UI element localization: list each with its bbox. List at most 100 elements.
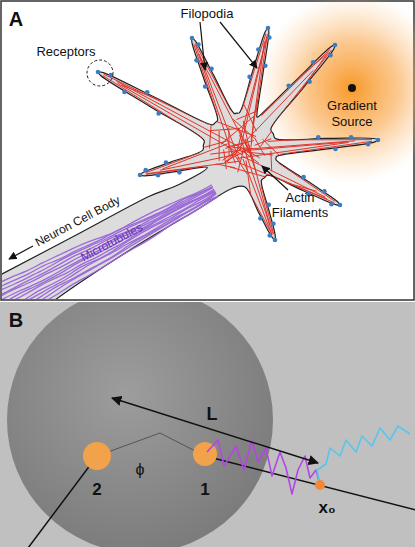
actin-filament xyxy=(248,190,272,235)
node-shape xyxy=(257,0,415,183)
gradient-source: Gradient Source xyxy=(257,0,415,183)
actin-filament xyxy=(228,127,229,157)
microtubule xyxy=(2,193,216,299)
receptor xyxy=(329,202,334,207)
actin-filament xyxy=(227,141,254,147)
actin-filament xyxy=(240,149,259,164)
leader-arrow xyxy=(262,166,288,190)
receptor xyxy=(301,175,306,180)
actin-filament xyxy=(246,160,251,198)
microtubule xyxy=(2,189,214,299)
receptor xyxy=(256,47,261,52)
microtubule xyxy=(2,193,216,299)
microtubule xyxy=(2,190,215,299)
actin-filament xyxy=(249,145,270,226)
actin-filament xyxy=(251,115,255,147)
receptor xyxy=(258,216,263,221)
receptor xyxy=(122,90,127,95)
actin-filament xyxy=(163,144,228,169)
actin-filament xyxy=(216,164,235,168)
actin-filament xyxy=(117,83,242,155)
actin-filament xyxy=(243,121,251,158)
receptor xyxy=(145,90,150,95)
axis-line xyxy=(205,456,415,511)
receptor xyxy=(247,75,252,80)
receptor xyxy=(156,173,161,178)
part-name: Actin Filaments xyxy=(269,191,331,221)
actin-filament xyxy=(270,151,272,171)
target-point: 2 xyxy=(82,442,112,502)
target-sphere xyxy=(83,442,111,470)
actin-filament xyxy=(199,54,239,160)
receptor xyxy=(209,67,214,72)
panel-letter: A xyxy=(9,8,23,31)
part-name: Receptors xyxy=(36,45,95,60)
direction-arrow xyxy=(9,246,33,259)
microtubule xyxy=(2,192,215,299)
actin-filament xyxy=(116,81,259,158)
actin-filament xyxy=(255,139,272,146)
actin-filament xyxy=(227,149,241,163)
source-dot xyxy=(348,84,356,92)
target-sphere xyxy=(193,442,217,466)
receptor xyxy=(338,203,343,208)
receptor xyxy=(177,170,182,175)
receptor xyxy=(164,160,169,165)
actin-filament xyxy=(225,148,252,162)
actin-filament xyxy=(195,43,231,110)
actin-filament xyxy=(240,135,273,233)
random-walk xyxy=(317,426,410,485)
position-label: x₀ xyxy=(318,498,335,518)
actin-filament xyxy=(233,119,256,140)
actin-filament xyxy=(230,167,317,191)
receptor xyxy=(203,84,208,89)
dimension-label: L xyxy=(207,404,218,425)
actin-filament xyxy=(224,150,227,169)
actin-filament xyxy=(160,154,236,170)
actin-filament xyxy=(104,74,209,124)
microtubule xyxy=(2,193,216,299)
receptor xyxy=(190,36,195,41)
actin-filament xyxy=(238,148,244,173)
source-label: Gradient Source xyxy=(317,98,387,129)
receptor xyxy=(143,168,148,173)
receptor xyxy=(273,238,278,243)
receptor xyxy=(156,111,161,116)
sphere xyxy=(7,302,273,547)
start-point xyxy=(315,480,325,490)
receptor-highlight xyxy=(87,60,113,86)
receptor xyxy=(138,173,143,178)
actin-filament xyxy=(146,153,200,173)
actin-filament xyxy=(238,128,253,161)
receptor xyxy=(196,42,201,47)
actin-filament xyxy=(121,85,256,136)
actin-filament xyxy=(210,129,239,131)
receptor xyxy=(267,233,272,238)
microtubule xyxy=(2,191,215,299)
actin-filament xyxy=(222,150,237,160)
actin-filament xyxy=(225,144,242,149)
actin-filament xyxy=(200,57,249,152)
random-walk xyxy=(207,440,320,494)
target-point: 1 xyxy=(190,442,220,502)
actin-filament xyxy=(146,167,203,175)
microtubule xyxy=(2,187,213,298)
angle-line xyxy=(97,433,205,456)
actin-filament xyxy=(245,139,256,173)
receptor xyxy=(266,26,271,31)
actin-filament xyxy=(243,159,272,235)
receptor xyxy=(108,73,113,78)
angle-label: ϕ xyxy=(136,461,145,479)
actin-filament xyxy=(196,45,236,163)
receptor xyxy=(266,202,271,207)
microtubules xyxy=(2,185,218,299)
actin-filament xyxy=(209,120,211,148)
actin-filament xyxy=(147,161,241,174)
leader-arrow xyxy=(220,22,257,68)
receptor xyxy=(271,221,276,226)
receptor xyxy=(194,58,199,63)
part-name: Filopodia xyxy=(181,7,234,22)
leader-arrow xyxy=(200,22,205,70)
axis-line xyxy=(22,456,97,547)
actin-filament xyxy=(242,99,257,131)
